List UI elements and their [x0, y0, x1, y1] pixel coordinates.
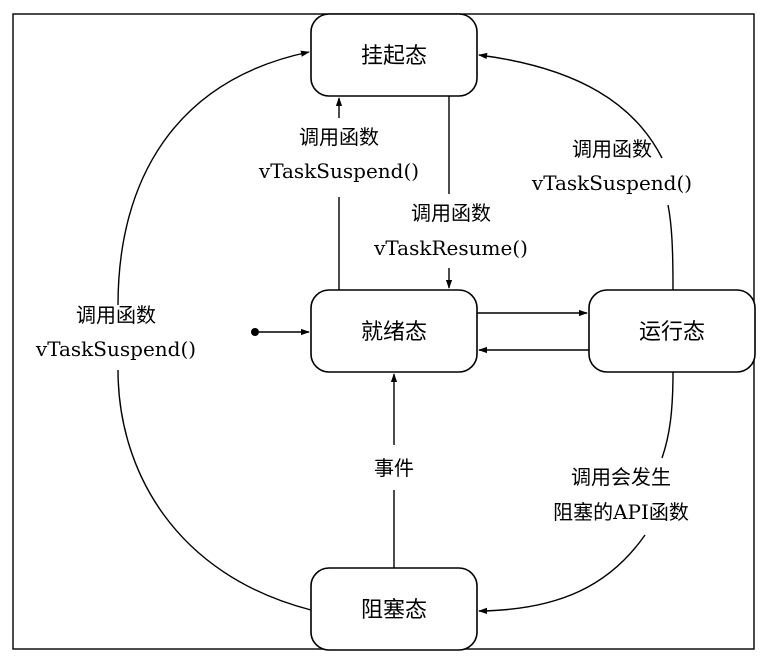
edge-blocked-to-suspended-label-line2: vTaskSuspend(): [35, 337, 196, 361]
state-ready-label: 就绪态: [361, 320, 427, 345]
edge-running-to-suspended-label-line1: 调用函数: [572, 137, 652, 161]
edge-blocked-to-suspended: [117, 52, 311, 611]
state-running-label: 运行态: [639, 320, 705, 345]
edge-running-to-suspended-label-line2: vTaskSuspend(): [531, 171, 692, 195]
state-ready: 就绪态: [310, 289, 478, 373]
edge-ready-to-suspended-label-line2: vTaskSuspend(): [258, 159, 419, 183]
edge-running-to-suspended: [479, 55, 674, 291]
edge-blocked-to-suspended-label-line1: 调用函数: [76, 303, 156, 327]
edge-blocked-to-ready-label: 事件: [374, 456, 414, 480]
edge-ready-to-suspended-label-line1: 调用函数: [299, 125, 379, 149]
edge-running-to-blocked: [479, 371, 674, 611]
state-blocked-label: 阻塞态: [361, 598, 427, 623]
state-suspended-label: 挂起态: [361, 44, 427, 69]
state-suspended: 挂起态: [310, 13, 478, 97]
edge-running-to-blocked-label-line1: 调用会发生: [571, 465, 671, 489]
edge-suspended-to-ready-label-line1: 调用函数: [411, 201, 491, 225]
edge-suspended-to-ready-label-line2: vTaskResume(): [373, 236, 528, 260]
state-blocked: 阻塞态: [310, 567, 478, 651]
edge-running-to-blocked-label-line2: 阻塞的API函数: [553, 500, 689, 524]
state-running: 运行态: [588, 289, 756, 373]
initial-state-dot: [251, 328, 259, 336]
